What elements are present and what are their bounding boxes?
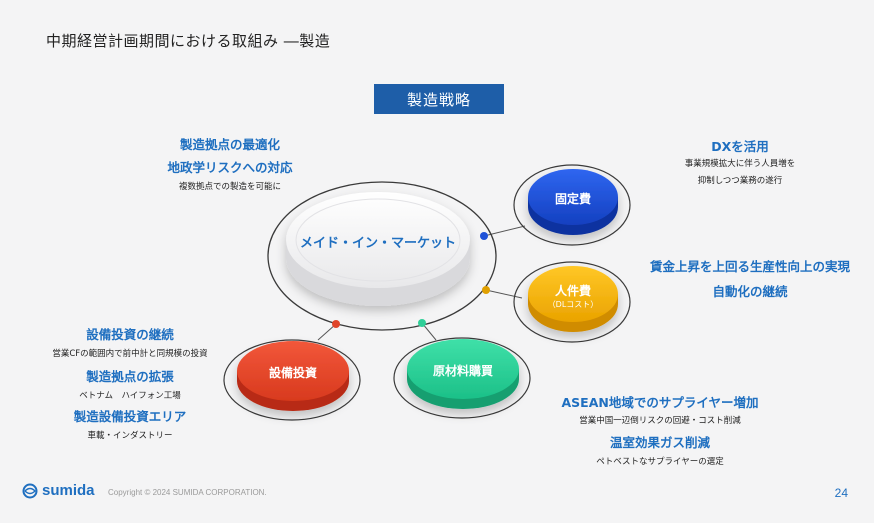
annotation-heading: 設備投資の継続: [86, 327, 174, 342]
fixed-cost-disc: [528, 169, 618, 235]
connector-dot-red: [332, 320, 340, 328]
disc-ring: [223, 339, 361, 421]
materials-disc: [407, 339, 519, 409]
center-disc: [286, 192, 470, 306]
disc-ring: [513, 261, 631, 343]
connector-line: [485, 289, 523, 299]
connector-dot-green: [418, 319, 426, 327]
annotation-heading: 賃金上昇を上回る生産性向上の実現: [649, 259, 850, 274]
annotation-text: 営業中国一辺倒リスクの回避・コスト削減: [579, 416, 741, 426]
logo-text: sumida: [42, 482, 95, 499]
copyright-text: Copyright © 2024 SUMIDA CORPORATION.: [108, 488, 267, 497]
materials-label: 原材料購買: [432, 364, 493, 378]
annotation-text: ベトナム ハイフォン工場: [79, 391, 181, 401]
fixed-cost-label: 固定費: [554, 192, 591, 206]
annotation-heading: 地政学リスクへの対応: [167, 160, 293, 175]
labor-cost-disc: [528, 266, 618, 332]
annotation-heading: 製造拠点の拡張: [86, 369, 174, 384]
disc-ring: [513, 164, 631, 246]
annotation-heading: 温室効果ガス削減: [609, 435, 710, 450]
annotation-text: 抑制しつつ業務の遂行: [697, 176, 783, 186]
sumida-logo: sumida: [22, 482, 95, 499]
sumida-logo-icon: [22, 483, 38, 498]
annotation-text: 事業規模拡大に伴う人員増を: [684, 159, 796, 169]
connector-dot-blue: [480, 232, 488, 240]
annotation-text: 車載・インダストリー: [87, 431, 173, 441]
labor-cost-sublabel: （DLコスト）: [547, 300, 599, 309]
connector-line: [317, 323, 337, 341]
annotation-heading: 自動化の継続: [712, 284, 788, 299]
connector-dot-yellow: [482, 286, 490, 294]
annotation-heading: ASEAN地域でのサプライヤー増加: [561, 395, 759, 410]
annotation-heading: 製造設備投資エリア: [73, 409, 187, 424]
page-title: 中期経営計画期間における取組み ―製造: [46, 32, 331, 50]
page-number: 24: [834, 486, 848, 500]
annotation-heading: DXを活用: [711, 139, 769, 154]
annotation-text: 営業CFの範囲内で前中計と同規模の投資: [52, 349, 208, 359]
connector-line: [483, 225, 526, 237]
annotation-heading: 製造拠点の最適化: [179, 137, 280, 152]
annotation-text: ペトベストなサプライヤーの選定: [596, 457, 724, 467]
capex-label: 設備投資: [268, 366, 317, 380]
strategy-banner: 製造戦略: [374, 84, 504, 114]
center-ring: [267, 181, 497, 331]
labor-cost-label: 人件費: [554, 284, 591, 298]
annotation-text: 複数拠点での製造を可能に: [178, 182, 281, 192]
disc-ring: [393, 337, 531, 419]
capex-disc: [237, 341, 349, 411]
center-label: メイド・イン・マーケット: [299, 236, 456, 251]
